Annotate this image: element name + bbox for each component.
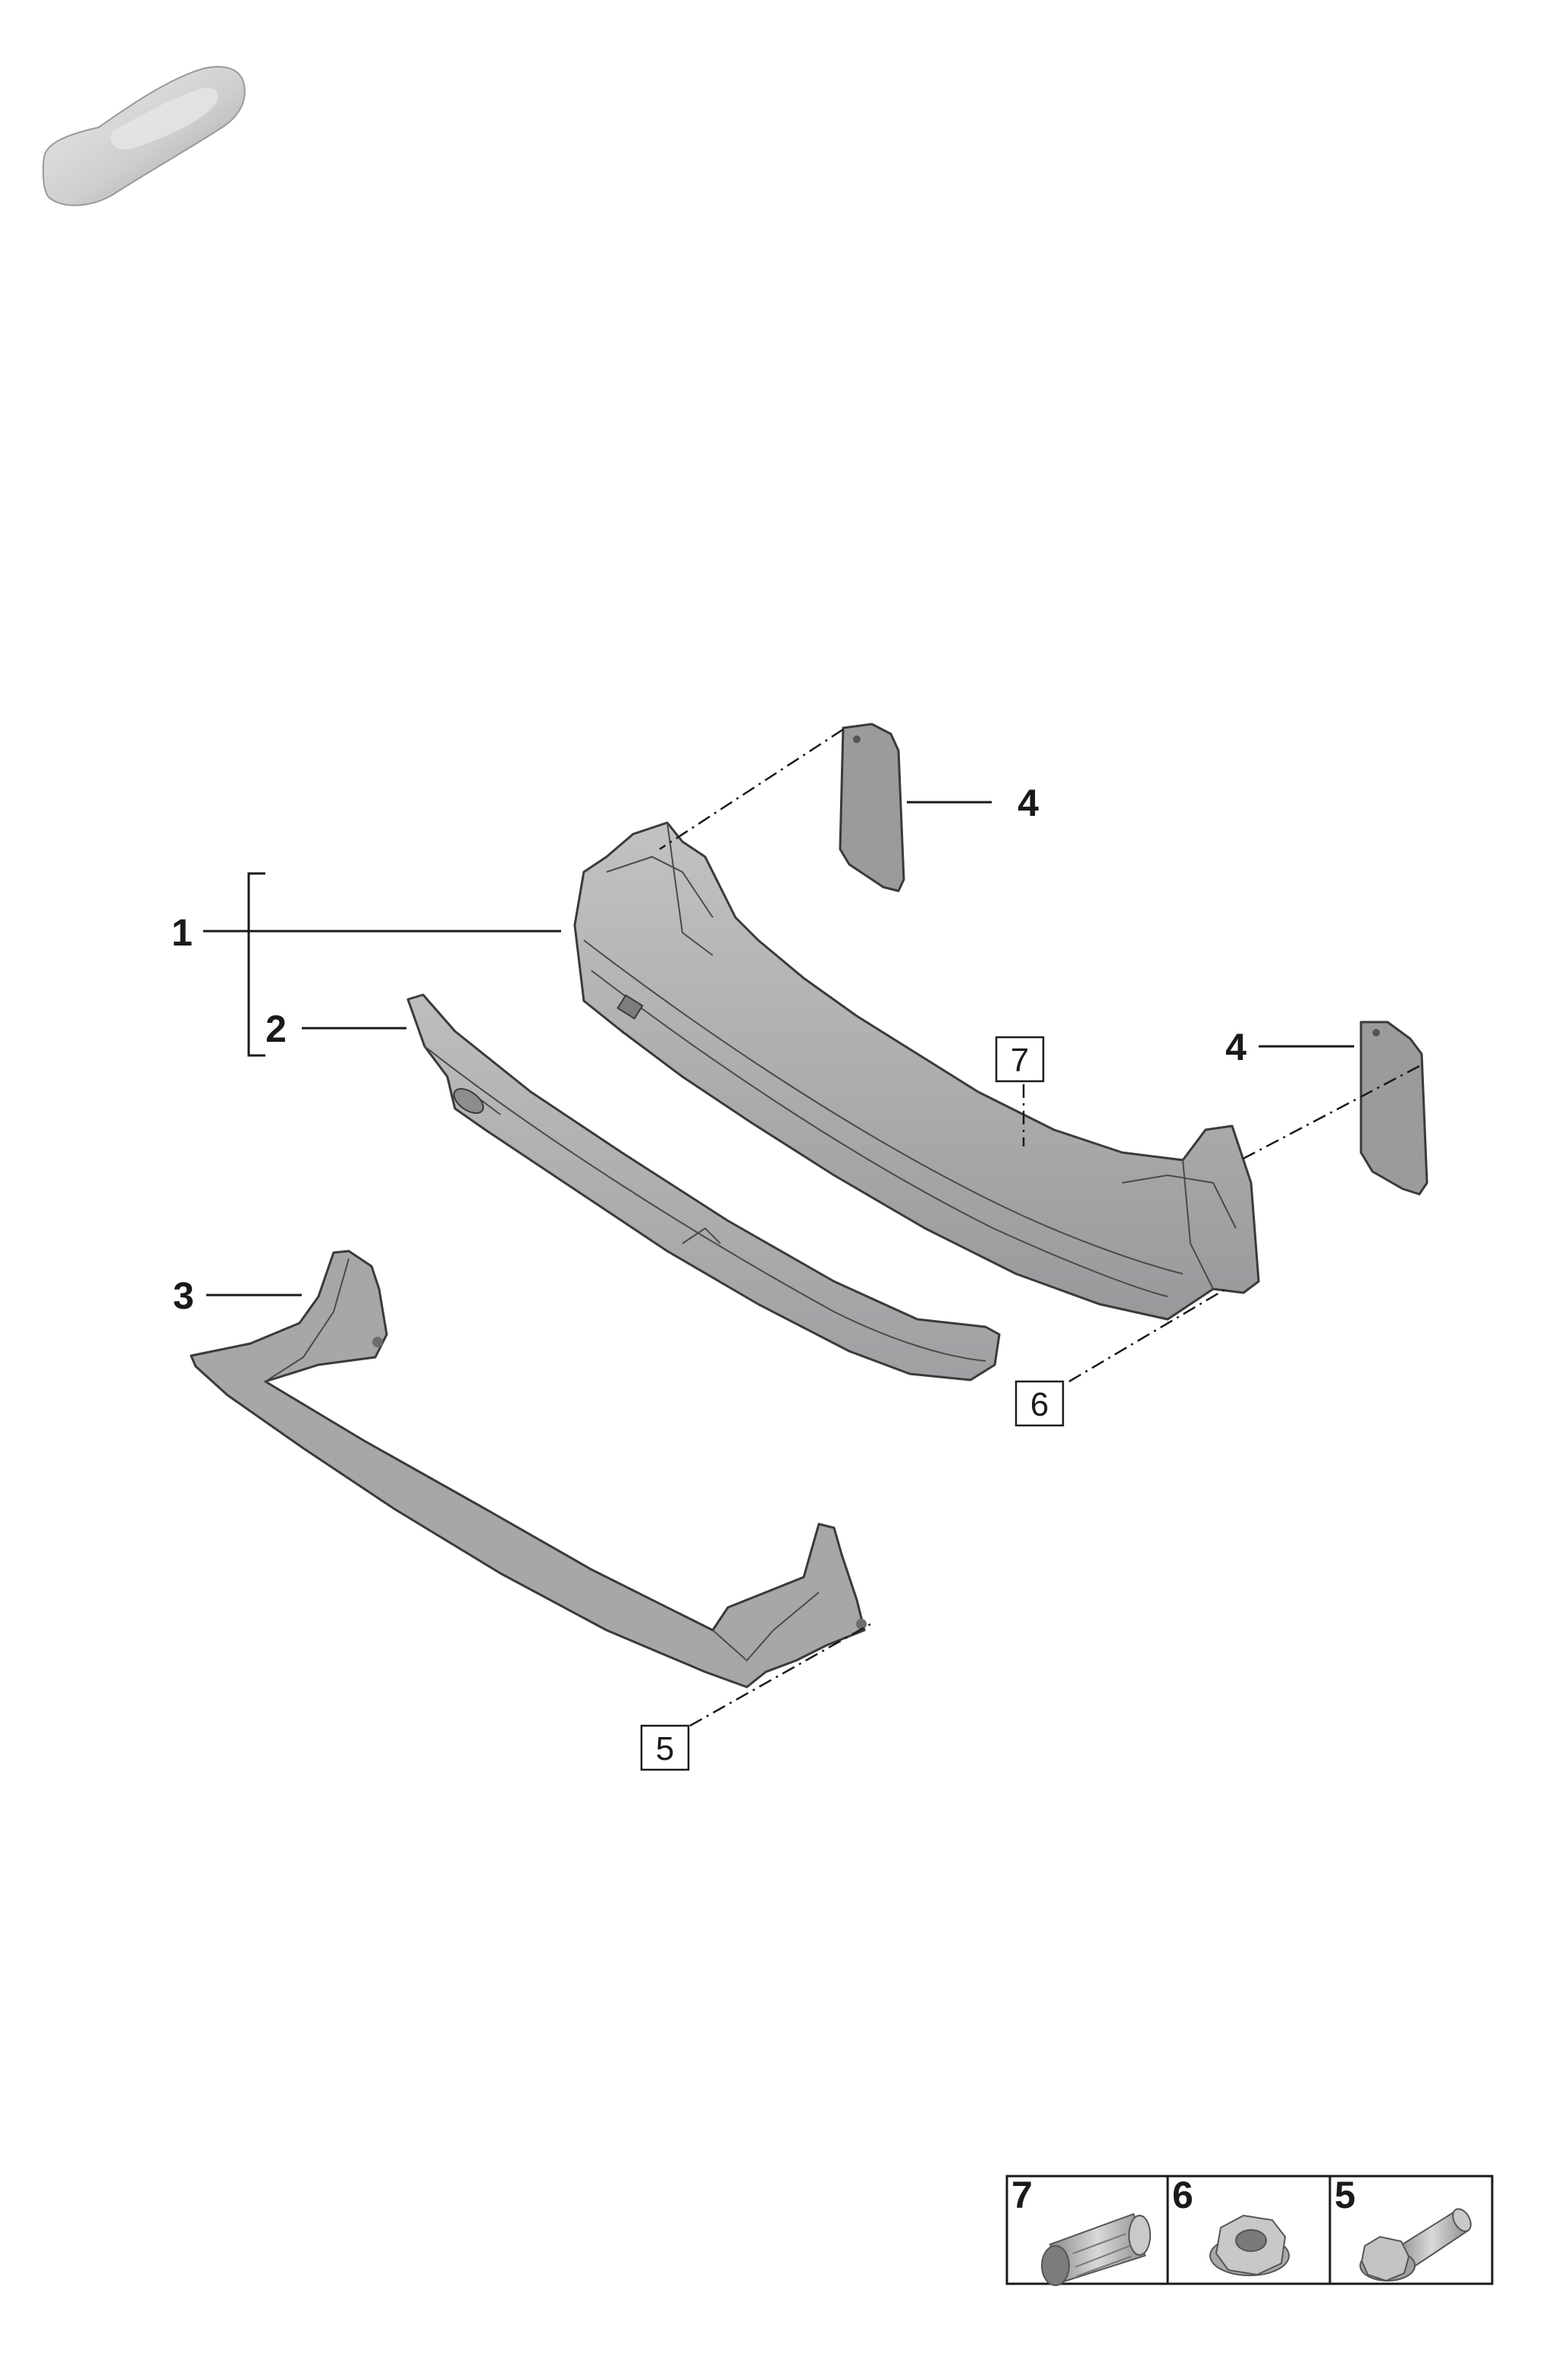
bumper-beam-part-1 <box>573 821 1260 1321</box>
hex-flange-bolt-icon <box>1359 2208 1472 2282</box>
callout-7-label: 7 <box>1011 1042 1029 1079</box>
callout-5-box: 5 <box>640 1724 690 1771</box>
callout-3: 3 <box>173 1275 194 1317</box>
group-bracket <box>247 872 265 1057</box>
legend-number-7: 7 <box>1011 2174 1033 2216</box>
fastener-legend: 7 6 5 <box>1005 2174 1494 2286</box>
vehicle-silhouette-icon <box>42 66 246 206</box>
callout-1: 1 <box>171 911 193 954</box>
callout-4-top: 4 <box>1018 782 1039 824</box>
callout-6-label: 6 <box>1030 1386 1049 1423</box>
mounting-plate-part-4-right <box>1359 1021 1428 1196</box>
mounting-plate-part-4-top <box>839 723 905 892</box>
callout-2: 2 <box>265 1008 287 1050</box>
callout-6-box: 6 <box>1014 1380 1065 1427</box>
hex-flange-nut-icon <box>1209 2214 1290 2276</box>
legend-number-6: 6 <box>1172 2174 1193 2216</box>
rivet-nut-icon <box>1041 2212 1151 2286</box>
callout-7-box: 7 <box>995 1036 1045 1083</box>
assembly-lines <box>659 728 1420 1727</box>
leader-lines <box>203 801 1354 1297</box>
energy-absorber-part-2 <box>406 993 1001 1381</box>
callout-4-right: 4 <box>1225 1026 1247 1068</box>
lower-support-bar-part-3 <box>190 1250 867 1689</box>
callout-5-label: 5 <box>656 1730 674 1767</box>
legend-number-5: 5 <box>1334 2174 1356 2216</box>
